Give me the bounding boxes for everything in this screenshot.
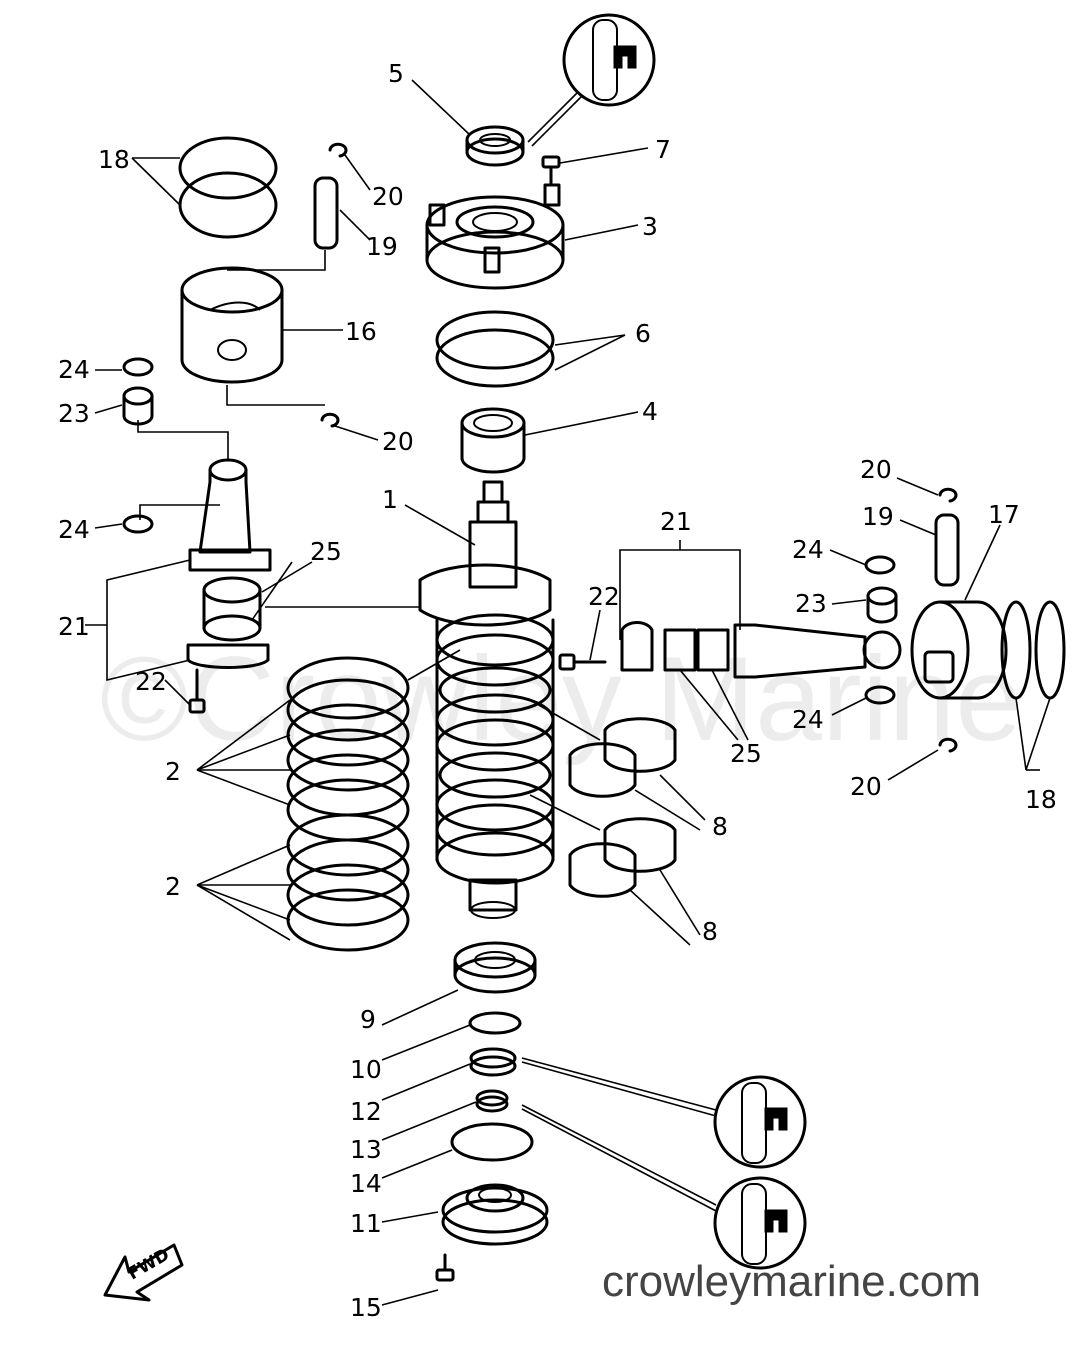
oil-seal-5 [465,125,525,167]
needle-bearing-23-left [122,386,154,426]
label-20-lower-left: 20 [382,427,414,456]
part-number-labels: 5 7 3 6 4 1 18 20 19 16 20 24 23 24 25 2… [58,59,1057,1322]
piston-pin-19-right [934,513,960,587]
label-20-upper-left: 20 [372,182,404,211]
label-24-lower-right: 24 [792,705,824,734]
forward-direction-arrow: FWD [103,1243,184,1302]
label-3: 3 [642,212,658,241]
seal-detail-circles-bottom [521,1057,807,1270]
washer-24-lower-right [864,685,896,705]
label-8-upper: 8 [712,812,728,841]
label-6: 6 [635,319,651,348]
rod-cap-21-right [620,621,654,672]
label-24-upper-left: 24 [58,355,90,384]
label-2-upper: 2 [165,757,181,786]
site-watermark: crowleymarine.com [602,1257,981,1306]
label-11: 11 [350,1209,382,1238]
label-16: 16 [345,317,377,346]
needle-bearing-4 [460,407,526,474]
lower-bearing-housing-11 [441,1183,549,1246]
needle-bearing-25-left [202,576,262,642]
label-5: 5 [388,59,404,88]
label-20-lower-right: 20 [850,772,882,801]
label-22-left: 22 [135,667,167,696]
washer-24-lower-left [122,514,154,534]
label-10: 10 [350,1055,382,1084]
seal-rings-6 [435,310,555,388]
circlip-20-upper-right [938,487,958,503]
oil-seal-13 [475,1089,509,1113]
label-13: 13 [350,1135,382,1164]
label-17: 17 [988,500,1020,529]
circlip-20-lower-right [938,737,958,753]
label-19-right: 19 [862,502,894,531]
snap-ring-10 [468,1011,522,1035]
bolt-15 [435,1253,455,1282]
label-14: 14 [350,1169,382,1198]
fwd-label: FWD [125,1245,174,1285]
crankshaft-1 [418,480,555,919]
label-23-left: 23 [58,399,90,428]
label-24-upper-right: 24 [792,535,824,564]
connecting-rod-21-left [188,458,272,572]
label-7: 7 [655,135,671,164]
label-19-left: 19 [366,232,398,261]
label-20-upper-right: 20 [860,455,892,484]
ball-bearing-9 [453,941,537,994]
o-ring-14 [450,1122,534,1162]
piston-rings-18-left [178,136,278,239]
rod-cap-21-left [186,643,270,669]
label-12: 12 [350,1097,382,1126]
label-22-right: 22 [588,582,620,611]
oil-seal-12 [469,1047,517,1077]
label-18-left: 18 [98,145,130,174]
bolt-22-left [188,668,206,714]
label-25-left: 25 [310,537,342,566]
label-2-lower: 2 [165,872,181,901]
main-bearings-8 [568,717,677,898]
label-8-lower: 8 [702,917,718,946]
label-18-right: 18 [1025,785,1057,814]
label-21-right: 21 [660,507,692,536]
washer-24-upper-left [122,357,154,377]
bolt-7 [541,155,561,187]
center-watermark: ©Crowley Marine [100,632,1022,766]
label-15: 15 [350,1293,382,1322]
needle-bearing-25-right [663,628,730,672]
needle-bearing-23-right [866,586,898,624]
label-4: 4 [642,397,658,426]
circlip-20-upper-left [328,142,348,158]
label-23-right: 23 [795,589,827,618]
label-24-lower-left: 24 [58,515,90,544]
label-25-right: 25 [730,739,762,768]
piston-16 [180,266,284,384]
label-9: 9 [360,1005,376,1034]
leader-lines [85,79,1051,1306]
seal-detail-circle-top [527,13,656,147]
circlip-20-lower-left [320,412,340,428]
connecting-rod-21-right [733,623,902,679]
piston-17 [910,600,1008,700]
bolt-22-right [558,653,607,671]
piston-pin-19-left [313,176,339,250]
label-21-left: 21 [58,612,90,641]
label-1: 1 [382,485,398,514]
upper-bearing-housing-3 [425,183,565,290]
washer-24-upper-right [864,555,896,575]
